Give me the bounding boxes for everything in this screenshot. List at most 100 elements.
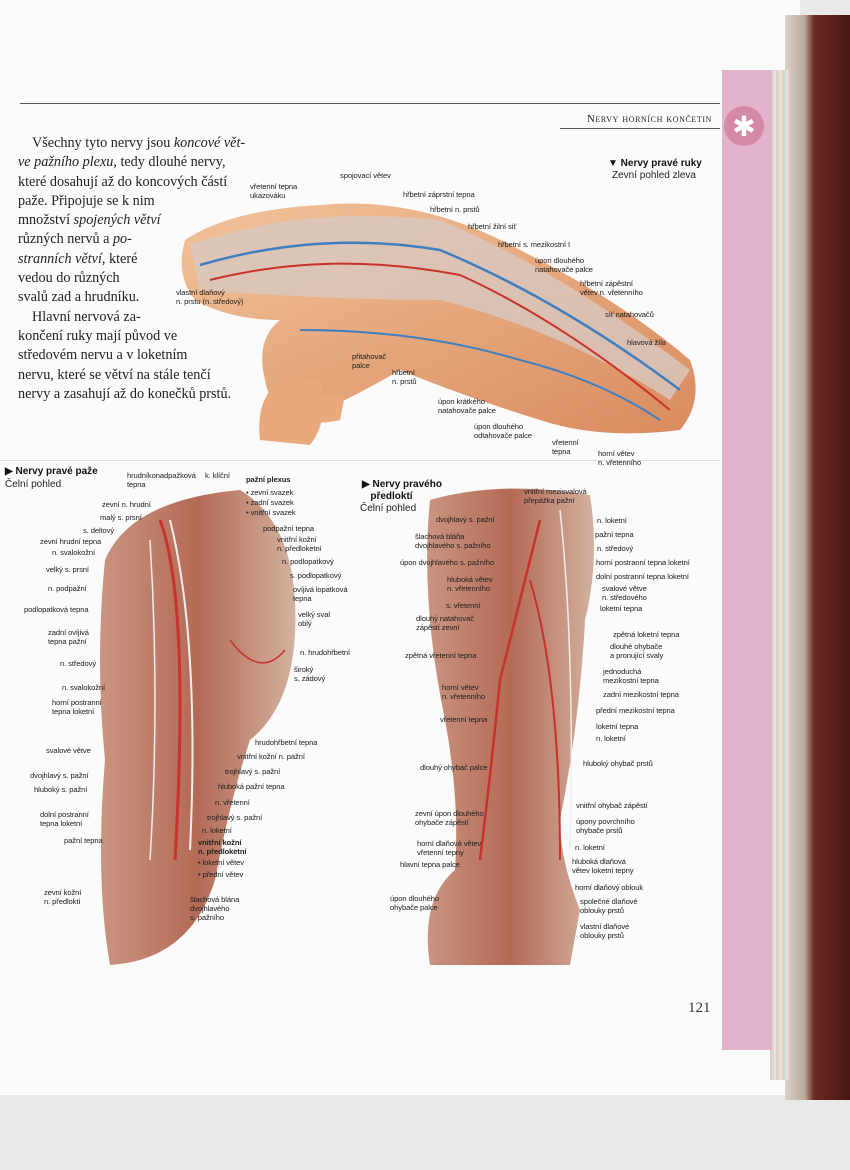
- arm-label: vnitřní kožní n. předloketní: [277, 535, 322, 553]
- body-text-segment: nervy a zasahují až do konečků prstů.: [18, 385, 232, 402]
- forearm-label: svalové větve n. středového: [602, 584, 647, 602]
- chapter-tab-strip: [722, 70, 772, 1050]
- forearm-label: úpon dlouhého ohybače palce: [390, 894, 439, 912]
- forearm-label: dlouhý natahovač zápěstí zevní: [416, 614, 474, 632]
- human-figure-icon: ✱: [724, 106, 764, 146]
- arm-label: zadní ovíjivá tepna pažní: [48, 628, 89, 646]
- arm-label: n. podpažní: [48, 584, 87, 593]
- hand-label: vřetenní tepna ukazováku: [250, 182, 298, 200]
- arm-label: pažní tepna: [64, 836, 103, 845]
- arm-label: malý s. prsní: [100, 513, 142, 522]
- arm-label: hluboká pažní tepna: [218, 782, 285, 791]
- hand-label: přitahovač palce: [352, 352, 387, 370]
- section-divider: [0, 460, 720, 461]
- arm-label: • zadní svazek: [246, 498, 294, 507]
- chapter-title: Nervy horních končetin: [586, 113, 712, 125]
- forearm-label: horní postranní tepna loketní: [596, 558, 690, 567]
- body-line: různých nervů a po-: [18, 230, 258, 249]
- arm-label: n. hrudohřbetní: [300, 648, 351, 657]
- body-line: svalů zad a hrudníku.: [18, 288, 258, 307]
- hand-label: hřbetní záprstní tepna: [403, 190, 475, 199]
- body-line: končení ruky mají původ ve: [18, 327, 258, 346]
- forearm-label: dlouhý ohybač palce: [420, 763, 488, 772]
- arm-label: velký sval oblý: [298, 610, 330, 628]
- hand-label: vřetenní tepna: [552, 438, 579, 456]
- hand-section-title: ▼ Nervy pravé ruky: [608, 158, 702, 169]
- forearm-label: vřetenní tepna: [440, 715, 488, 724]
- arm-label: hrudníkonadpažková tepna: [127, 471, 196, 489]
- arm-label: n. svalokožní: [52, 548, 96, 557]
- forearm-section-title: ▶ Nervy pravého předloktí: [362, 479, 442, 502]
- arm-label: n. podlopatkový: [282, 557, 334, 566]
- arm-illustration: [100, 490, 296, 965]
- arm-label: n. vřetenní: [215, 798, 250, 807]
- body-line: vedou do různých: [18, 269, 258, 288]
- arm-label: zevní n. hrudní: [102, 500, 151, 509]
- forearm-label: zpětná vřetenní tepna: [405, 651, 477, 660]
- forearm-label: n. loketní: [575, 843, 605, 852]
- hand-label: hřbetní žilní síť: [468, 222, 517, 231]
- body-text-segment: spojených větví: [73, 212, 161, 229]
- arm-label: k. klíční: [205, 471, 230, 480]
- arm-section-title: ▶ Nervy pravé paže: [5, 466, 98, 477]
- forearm-label: zpětná loketní tepna: [613, 630, 680, 639]
- arm-label: ovíjivá lopatková tepna: [293, 585, 348, 603]
- body-line: nervu, které se větví na stále tenčí: [18, 366, 258, 385]
- body-text-segment: množství: [18, 212, 74, 229]
- forearm-label: zevní úpon dlouhého ohybače zápěstí: [415, 809, 484, 827]
- forearm-label: úpon dvojhlavého s. pažního: [400, 558, 494, 567]
- arm-label: • přední větev: [198, 870, 244, 879]
- arm-label: zevní hrudní tepna: [40, 537, 102, 546]
- hand-label: hřbetní zápěstní větev n. vřetenního: [580, 279, 643, 297]
- forearm-label: horní větev n. vřetenního: [442, 683, 486, 701]
- forearm-label: přední mezikostní tepna: [596, 706, 675, 715]
- forearm-label: pažní tepna: [595, 530, 634, 539]
- arm-label: trojhlavý s. pažní: [225, 767, 281, 776]
- forearm-label: vlastní dlaňové oblouky prstů: [580, 922, 630, 940]
- arm-label: široký s. zádový: [294, 665, 326, 683]
- forearm-label: s. vřetenní: [446, 601, 481, 610]
- body-text-segment: končení ruky mají původ ve: [18, 327, 178, 344]
- header-underline: [560, 128, 720, 129]
- body-text-segment: po-: [112, 231, 132, 248]
- body-line: stranních větví, které: [18, 250, 258, 269]
- forearm-label: hluboká dlaňová větev loketní tepny: [572, 857, 634, 875]
- arm-label: n. loketní: [202, 826, 232, 835]
- hand-label: úpon dlouhého natahovače palce: [535, 256, 593, 274]
- arm-label: horní postranní tepna loketní: [52, 698, 102, 716]
- forearm-label: vnitřní ohybač zápěstí: [576, 801, 648, 810]
- forearm-label: hluboká větev n. vřetenního: [447, 575, 493, 593]
- arm-label: • zevní svazek: [246, 488, 294, 497]
- body-line: nervy a zasahují až do konečků prstů.: [18, 385, 258, 404]
- body-text-segment: Všechny tyto nervy jsou: [32, 135, 174, 151]
- forearm-label: n. loketní: [596, 734, 626, 743]
- body-line: Hlavní nervová za-: [18, 308, 258, 327]
- forearm-label: dlouhé ohybače a pronující svaly: [610, 642, 664, 660]
- forearm-label: dolní postranní tepna loketní: [596, 572, 689, 581]
- arm-label: • loketní větev: [198, 858, 244, 867]
- body-line: paže. Připojuje se k nim: [18, 192, 258, 211]
- book-edge: [785, 15, 850, 1100]
- forearm-label: loketní tepna: [596, 722, 639, 731]
- arm-label: dvojhlavý s. pažní: [30, 771, 89, 780]
- body-text-segment: Hlavní nervová za-: [32, 308, 141, 325]
- arm-label: svalové větve: [46, 746, 91, 755]
- hand-label: horní větev n. vřetenního: [598, 449, 642, 467]
- hand-label: úpon dlouhého odtahovače palce: [474, 422, 532, 440]
- forearm-label: úpony povrchního ohybače prstů: [576, 817, 635, 835]
- body-line: které dosahují až do koncových částí: [18, 173, 258, 192]
- arm-label: s. podlopatkový: [290, 571, 342, 580]
- forearm-label: hlavní tepna palce: [400, 860, 460, 869]
- hand-section-subtitle: Zevní pohled zleva: [612, 170, 696, 181]
- body-line: středovém nervu a v loketním: [18, 346, 258, 365]
- body-text-segment: středovém nervu a v loketním: [18, 347, 188, 364]
- forearm-illustration: [427, 488, 594, 965]
- body-text-segment: , tedy dlouhé nervy,: [113, 154, 226, 171]
- hand-label: síť natahovačů: [605, 310, 654, 319]
- forearm-label: horní dlaňová větev vřetenní tepny: [417, 839, 482, 857]
- arm-label: n. svalokožní: [62, 683, 106, 692]
- page-number: 121: [688, 1000, 711, 1016]
- arm-label: vnitřní kožní n. pažní: [237, 752, 305, 761]
- body-text-segment: různých nervů a: [18, 231, 113, 248]
